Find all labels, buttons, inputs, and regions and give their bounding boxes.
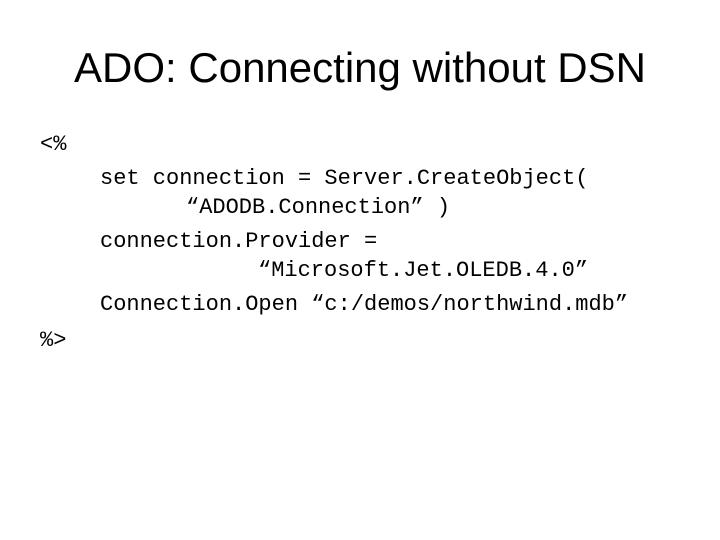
code-line: “Microsoft.Jet.OLEDB.4.0”	[258, 258, 589, 283]
code-line: “ADODB.Connection” )	[186, 195, 451, 220]
code-line: Connection.Open “c:/demos/northwind.mdb”	[100, 292, 629, 317]
asp-open-tag: <%	[40, 132, 67, 157]
slide-title: ADO: Connecting without DSN	[74, 44, 646, 91]
code-line: set connection = Server.CreateObject(	[100, 166, 589, 191]
asp-close-tag: %>	[40, 328, 67, 353]
code-line: connection.Provider =	[100, 229, 378, 254]
